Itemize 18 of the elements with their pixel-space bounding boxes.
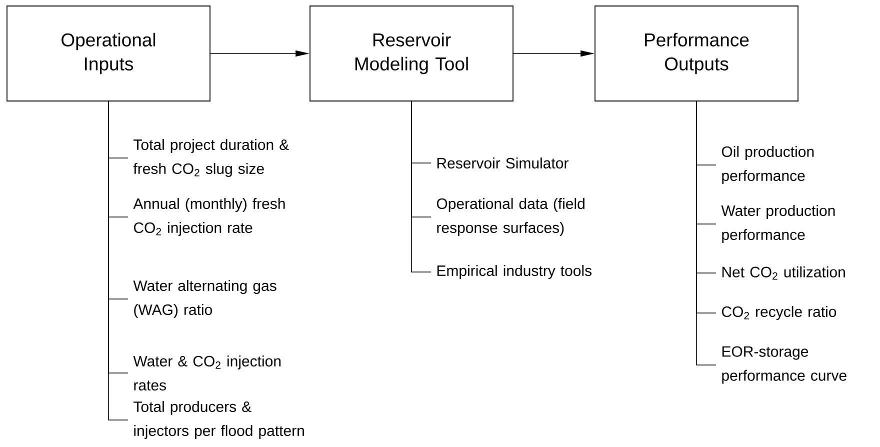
item-text: Total producers & injectors per flood pattern (134, 401, 304, 439)
item-text: Total project duration & fresh CO$_{2}$ slug size (133, 139, 289, 177)
item-text: CO$_{2}$ recycle ratio (722, 306, 836, 320)
item-text: Reservoir Simulator (437, 158, 568, 168)
item-text: Water alternating gas (WAG) ratio (133, 280, 276, 318)
item-text: Operational data (field response surfaces) (436, 198, 584, 236)
process-box: Reservoir Modeling Tool (310, 6, 514, 102)
item-text: Water & CO$_{2}$ injection rates (133, 356, 281, 390)
item-text: EOR-storage performance curve (722, 346, 846, 384)
item-text: Annual (monthly) fresh CO$_{2}$ injection rate (133, 198, 285, 236)
tree-line (696, 101, 716, 366)
item-text: Water production performance (721, 205, 835, 243)
item-text: Empirical industry tools (437, 265, 592, 279)
process-box: Performance Outputs (594, 6, 798, 102)
item-text: Net CO$_{2}$ utilization (722, 266, 845, 280)
tree-line (411, 101, 432, 272)
process-box: Operational Inputs (6, 6, 210, 102)
item-text: Oil production performance (722, 146, 814, 184)
